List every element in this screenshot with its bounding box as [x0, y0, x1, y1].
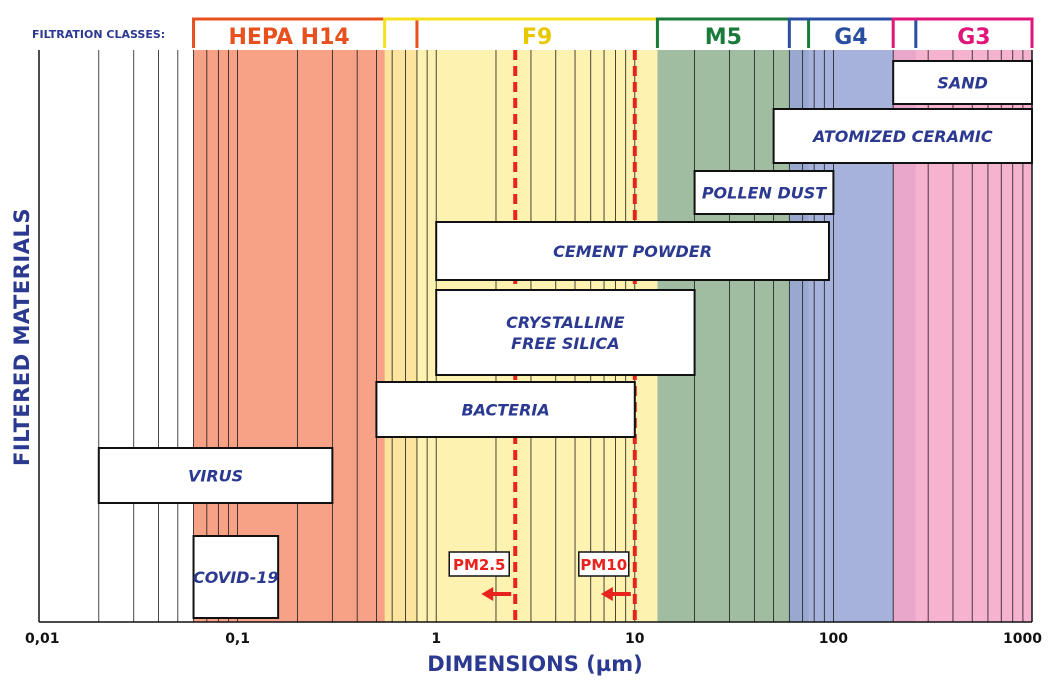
class-label-m5: M5 [705, 25, 742, 50]
class-label-g3: G3 [957, 25, 990, 50]
material-box [192, 535, 280, 619]
bracket-g4 [787, 17, 918, 48]
material-box [772, 108, 1033, 164]
material-box [97, 447, 334, 504]
material-box [435, 221, 830, 281]
material-label: COVID-19 [193, 568, 279, 587]
x-tick-label: 0,1 [225, 631, 250, 647]
material-box [375, 381, 636, 438]
ref-label: PM10 [580, 556, 627, 574]
material-label: CEMENT POWDER [553, 242, 712, 261]
material-box [435, 289, 696, 376]
x-tick-label: 1 [431, 631, 441, 647]
ref-label: PM2.5 [453, 556, 506, 574]
material-label: CRYSTALLINE [506, 313, 624, 332]
material-label: SAND [937, 74, 988, 93]
material-box [693, 170, 835, 215]
ref-label-box [448, 551, 510, 577]
bracket-m5 [655, 17, 811, 48]
band-hepa-h14 [193, 50, 417, 622]
material-label: FREE SILICA [511, 334, 619, 353]
x-tick-label: 10 [625, 631, 645, 647]
x-tick-label: 100 [819, 631, 848, 647]
material-label: BACTERIA [461, 401, 549, 420]
ref-label-box [578, 551, 630, 577]
left-arrow-icon [600, 587, 631, 601]
x-axis-label: DIMENSIONS (µm) [427, 652, 643, 676]
class-label-g4: G4 [834, 25, 867, 50]
bracket-g3 [891, 17, 1034, 48]
material-label: POLLEN DUST [702, 184, 827, 203]
material-label: ATOMIZED CERAMIC [811, 127, 993, 146]
bracket-hepa-h14 [192, 17, 419, 48]
x-tick-label: 0,01 [25, 631, 60, 647]
left-arrow-icon [481, 587, 512, 601]
material-box [892, 60, 1034, 105]
class-label-hepa-h14: HEPA H14 [228, 25, 349, 50]
class-label-f9: F9 [522, 25, 552, 50]
filtration-classes-label: FILTRATION CLASSES: [32, 28, 166, 41]
x-tick-label: 1000 [1003, 631, 1042, 647]
material-label: VIRUS [188, 467, 243, 486]
y-axis-label: FILTERED MATERIALS [10, 208, 34, 466]
